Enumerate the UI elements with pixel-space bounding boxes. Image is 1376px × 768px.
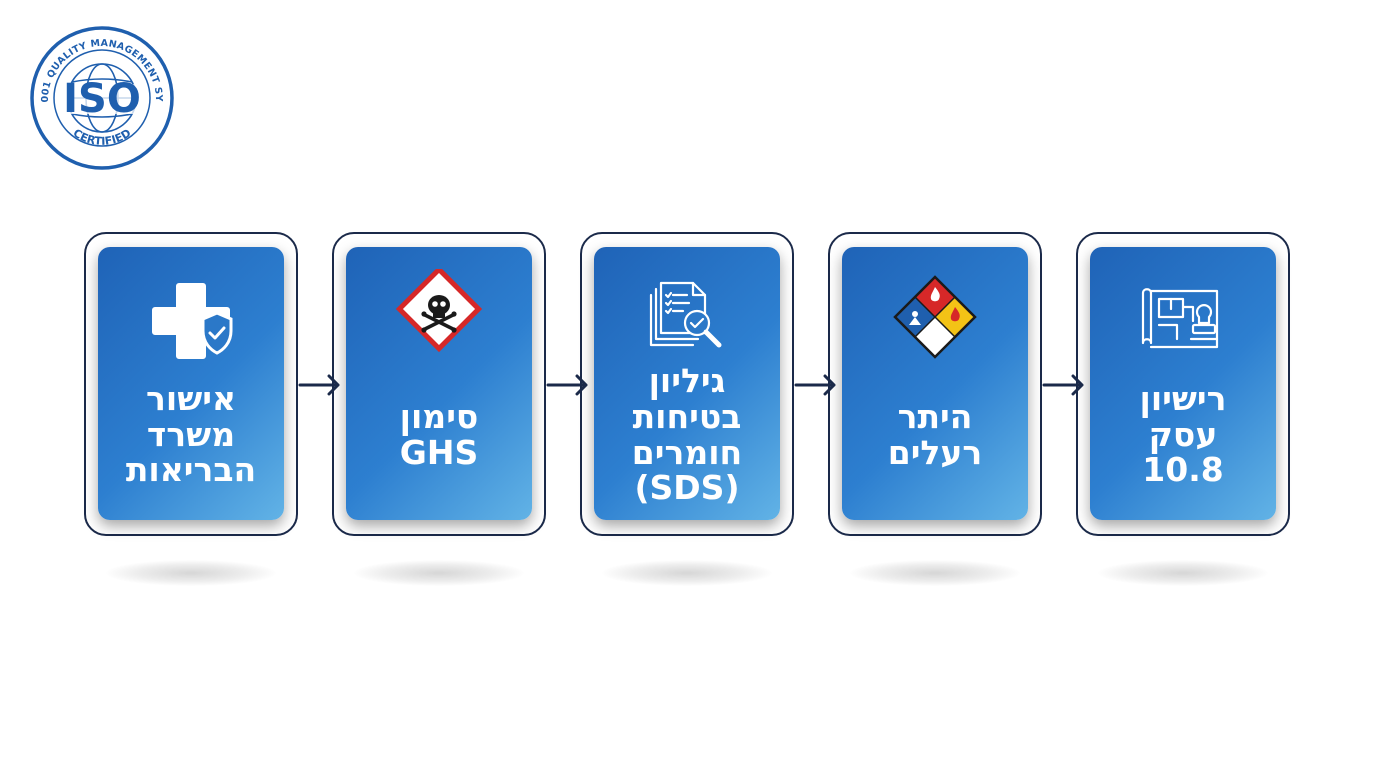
flow-arrow xyxy=(298,374,340,396)
flow-arrow xyxy=(546,374,588,396)
step-business-license: רישיון עסק 10.8 xyxy=(1076,232,1290,536)
flow-arrow xyxy=(1042,374,1084,396)
floor-shadow xyxy=(354,560,524,586)
step-ghs-labeling: סימון GHS xyxy=(332,232,546,536)
step-toxins-permit: היתר רעלים xyxy=(828,232,1042,536)
step-card: גיליון בטיחות חומרים (SDS) xyxy=(594,247,780,520)
flow-arrow xyxy=(794,374,836,396)
iso-certification-seal: ISO 9001 QUALITY MANAGEMENT SYSTEM ISO C… xyxy=(28,24,174,170)
step-safety-data-sheet: גיליון בטיחות חומרים (SDS) xyxy=(580,232,794,536)
floor-shadow xyxy=(850,560,1020,586)
step-label: גיליון בטיחות חומרים (SDS) xyxy=(631,361,743,508)
medical-cross-shield-icon xyxy=(152,283,233,359)
blueprint-stamp-icon xyxy=(1141,288,1219,349)
floor-shadow xyxy=(106,560,276,586)
seal-bottom-text: CERTIFIED xyxy=(71,126,134,148)
step-label: רישיון עסק 10.8 xyxy=(1139,379,1227,490)
nfpa-diamond-icon xyxy=(893,275,977,359)
step-health-ministry-approval: אישור משרד הבריאות xyxy=(84,232,298,536)
step-label: אישור משרד הבריאות xyxy=(125,379,257,490)
step-card: רישיון עסק 10.8 xyxy=(1090,247,1276,520)
step-card: סימון GHS xyxy=(346,247,532,520)
skull-crossbones-hazard-icon xyxy=(395,269,483,353)
seal-center-text: ISO xyxy=(63,76,141,122)
floor-shadow xyxy=(602,560,772,586)
step-card: אישור משרד הבריאות xyxy=(98,247,284,520)
step-label: היתר רעלים xyxy=(887,396,983,472)
document-magnifier-icon xyxy=(649,281,722,348)
step-card: היתר רעלים xyxy=(842,247,1028,520)
floor-shadow xyxy=(1098,560,1268,586)
step-label: סימון GHS xyxy=(399,396,479,472)
